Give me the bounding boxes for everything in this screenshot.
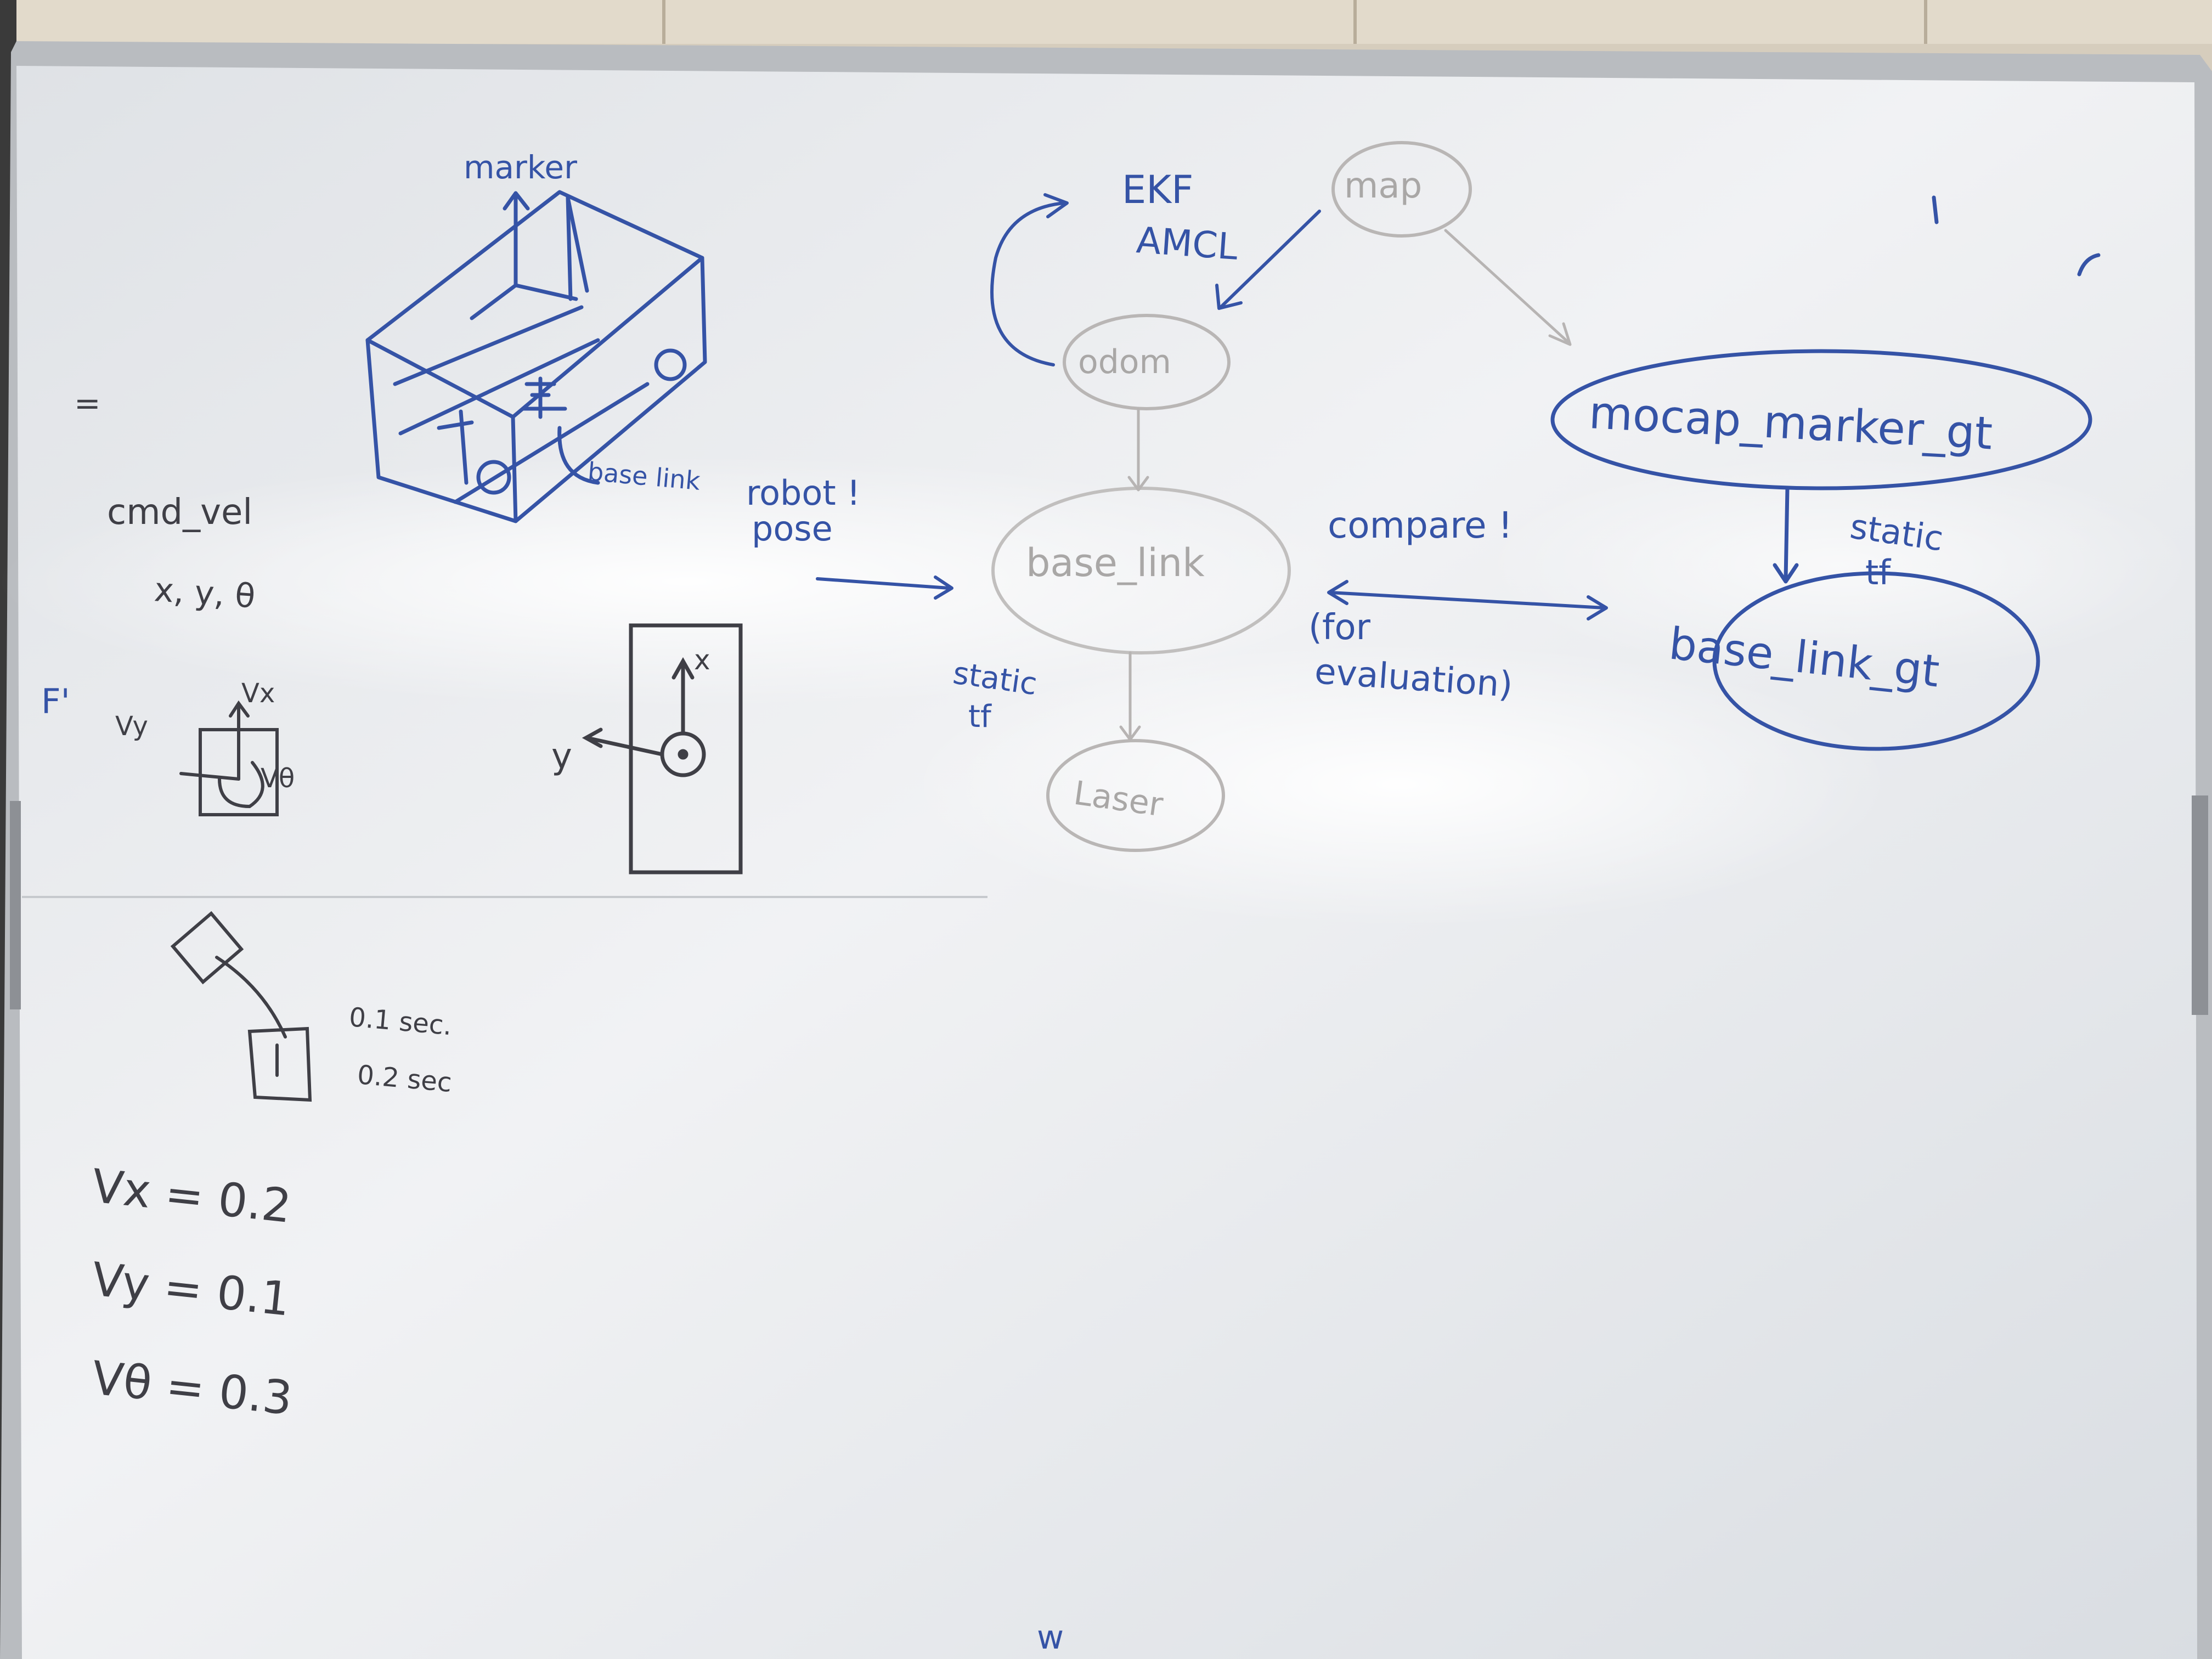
robot-pose-arrow [816, 577, 951, 590]
trajectory-sketch [170, 911, 312, 1102]
stray-marks [1932, 195, 2101, 276]
frame-x-label: x [694, 644, 710, 676]
base-link-gt-node-ellipse [1712, 571, 2040, 751]
f-mark: F' [41, 681, 70, 721]
xy-theta-label: x, y, θ [153, 571, 256, 616]
static-tf-label-1b: tf [968, 699, 992, 735]
bottom-w-mark: w [1037, 1618, 1064, 1657]
frame-y-label: y [551, 736, 572, 777]
mocap-node-ellipse [1550, 349, 2092, 490]
mocap-to-base-link-gt-arrow [1784, 486, 1790, 581]
odom-node-ellipse [1063, 314, 1231, 410]
tf-diagram-arrows [816, 193, 1799, 741]
vy-label: Vy [115, 711, 148, 742]
robot-frame-sketch [582, 623, 743, 874]
map-to-mocap-arrow [1444, 229, 1571, 345]
equals-mark: = [74, 385, 101, 422]
map-node-ellipse [1331, 141, 1472, 238]
odom-label: odom [1078, 343, 1171, 381]
robot-pose-label-1: robot ! [746, 473, 860, 513]
velocity-frame-sketch [179, 700, 279, 816]
cmd-vel-label: cmd_vel [107, 492, 252, 533]
marker-label: marker [464, 149, 577, 186]
static-tf-label-2b: tf [1865, 552, 1892, 592]
odom-loop-arrow [990, 201, 1066, 366]
for-eval-label-1: (for [1308, 607, 1371, 648]
compare-double-arrow [1329, 591, 1606, 610]
glare-reflection [0, 455, 2194, 927]
vx-label: Vx [241, 678, 275, 709]
laser-node-ellipse [1046, 739, 1225, 852]
base-link-label-node: base_link [1026, 540, 1205, 585]
amcl-label: AMCL [1135, 219, 1239, 268]
map-to-odom-arrow [1219, 210, 1321, 309]
isometric-robot-sketch [365, 190, 707, 523]
robot-pose-label-2: pose [752, 509, 833, 549]
compare-label: compare ! [1328, 504, 1513, 546]
vtheta-label: Vθ [261, 763, 295, 794]
ekf-label: EKF [1122, 167, 1193, 212]
map-label: map [1344, 166, 1422, 206]
